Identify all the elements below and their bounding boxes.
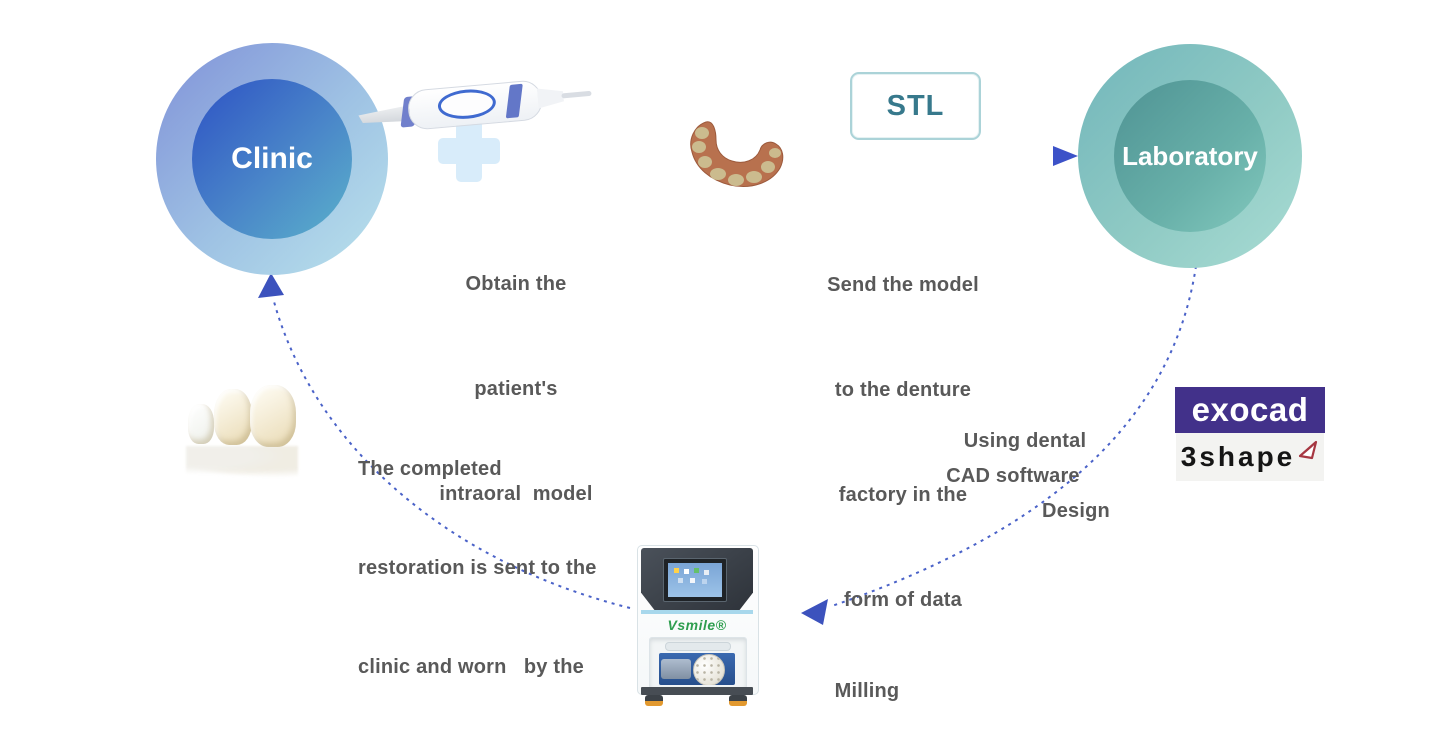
crown [214,389,252,445]
crown [188,404,214,444]
text-line: The completed [358,458,502,480]
clinic-node-inner: Clinic [192,79,352,239]
crown-reflection [186,446,298,478]
design-step-text-line3: Design [1042,500,1110,522]
text-line: clinic and worn by the [358,656,584,678]
vsmile-logo: Vsmile® [667,617,727,633]
milling-machine-image: Vsmile® [635,545,761,707]
machine-screen-icons [674,568,679,573]
return-step-text: The completed restoration is sent to the… [358,387,597,742]
stl-label: STL [886,89,945,122]
threeshape-logo: 3shape [1176,433,1324,481]
laboratory-label: Laboratory [1122,140,1258,171]
scanner-tail [537,86,565,108]
intraoral-scanner-image [356,66,594,144]
machine-base [641,687,753,695]
machine-screen [663,558,727,602]
arrowhead-right-icon [1053,146,1078,166]
text-line: factory in the [838,484,968,506]
machine-screen-display [668,563,722,597]
dental-arch-model-image [690,121,784,187]
machine-foot [645,695,663,706]
crown-restoration-image [186,380,298,480]
obtain-step-text: Obtain the patient's intraoral model [439,197,592,582]
text-line: patient's [474,378,558,400]
exocad-logo: exocad [1175,387,1325,433]
laboratory-node-inner: Laboratory [1114,80,1266,232]
arrowhead-left-icon [801,599,828,625]
scanner-cable [561,90,592,99]
milling-step-label: Milling [834,680,900,702]
design-step-text-line2: CAD software [946,465,1080,487]
plus-cross-decoration [438,138,500,164]
clinic-node: Clinic [156,43,388,275]
machine-milling-chamber [659,653,735,685]
text-line: intraoral model [439,483,593,505]
threeshape-logo-text: 3shape [1180,441,1296,472]
machine-door-handle [665,642,731,651]
crown [250,385,296,447]
text-line: form of data [844,589,962,611]
arrowhead-up-icon [258,273,284,298]
machine-accent-strip [641,610,753,614]
text-line: to the denture [834,379,972,401]
scanner-tip [358,106,405,125]
milling-disc [693,654,725,685]
design-step-text-line1: Using dental [963,430,1087,452]
threeshape-triangle-icon [1299,440,1318,460]
clinic-label: Clinic [231,142,313,175]
text-line: Obtain the [465,273,567,295]
exocad-logo-text: exocad [1191,391,1309,428]
text-line: restoration is sent to the [358,557,597,579]
laboratory-node: Laboratory [1078,44,1302,268]
send-step-text: Send the model to the denture factory in… [827,198,979,688]
text-line: Send the model [827,274,979,296]
machine-spindle [661,659,691,679]
machine-foot [729,695,747,706]
stl-badge: STL [850,72,981,140]
